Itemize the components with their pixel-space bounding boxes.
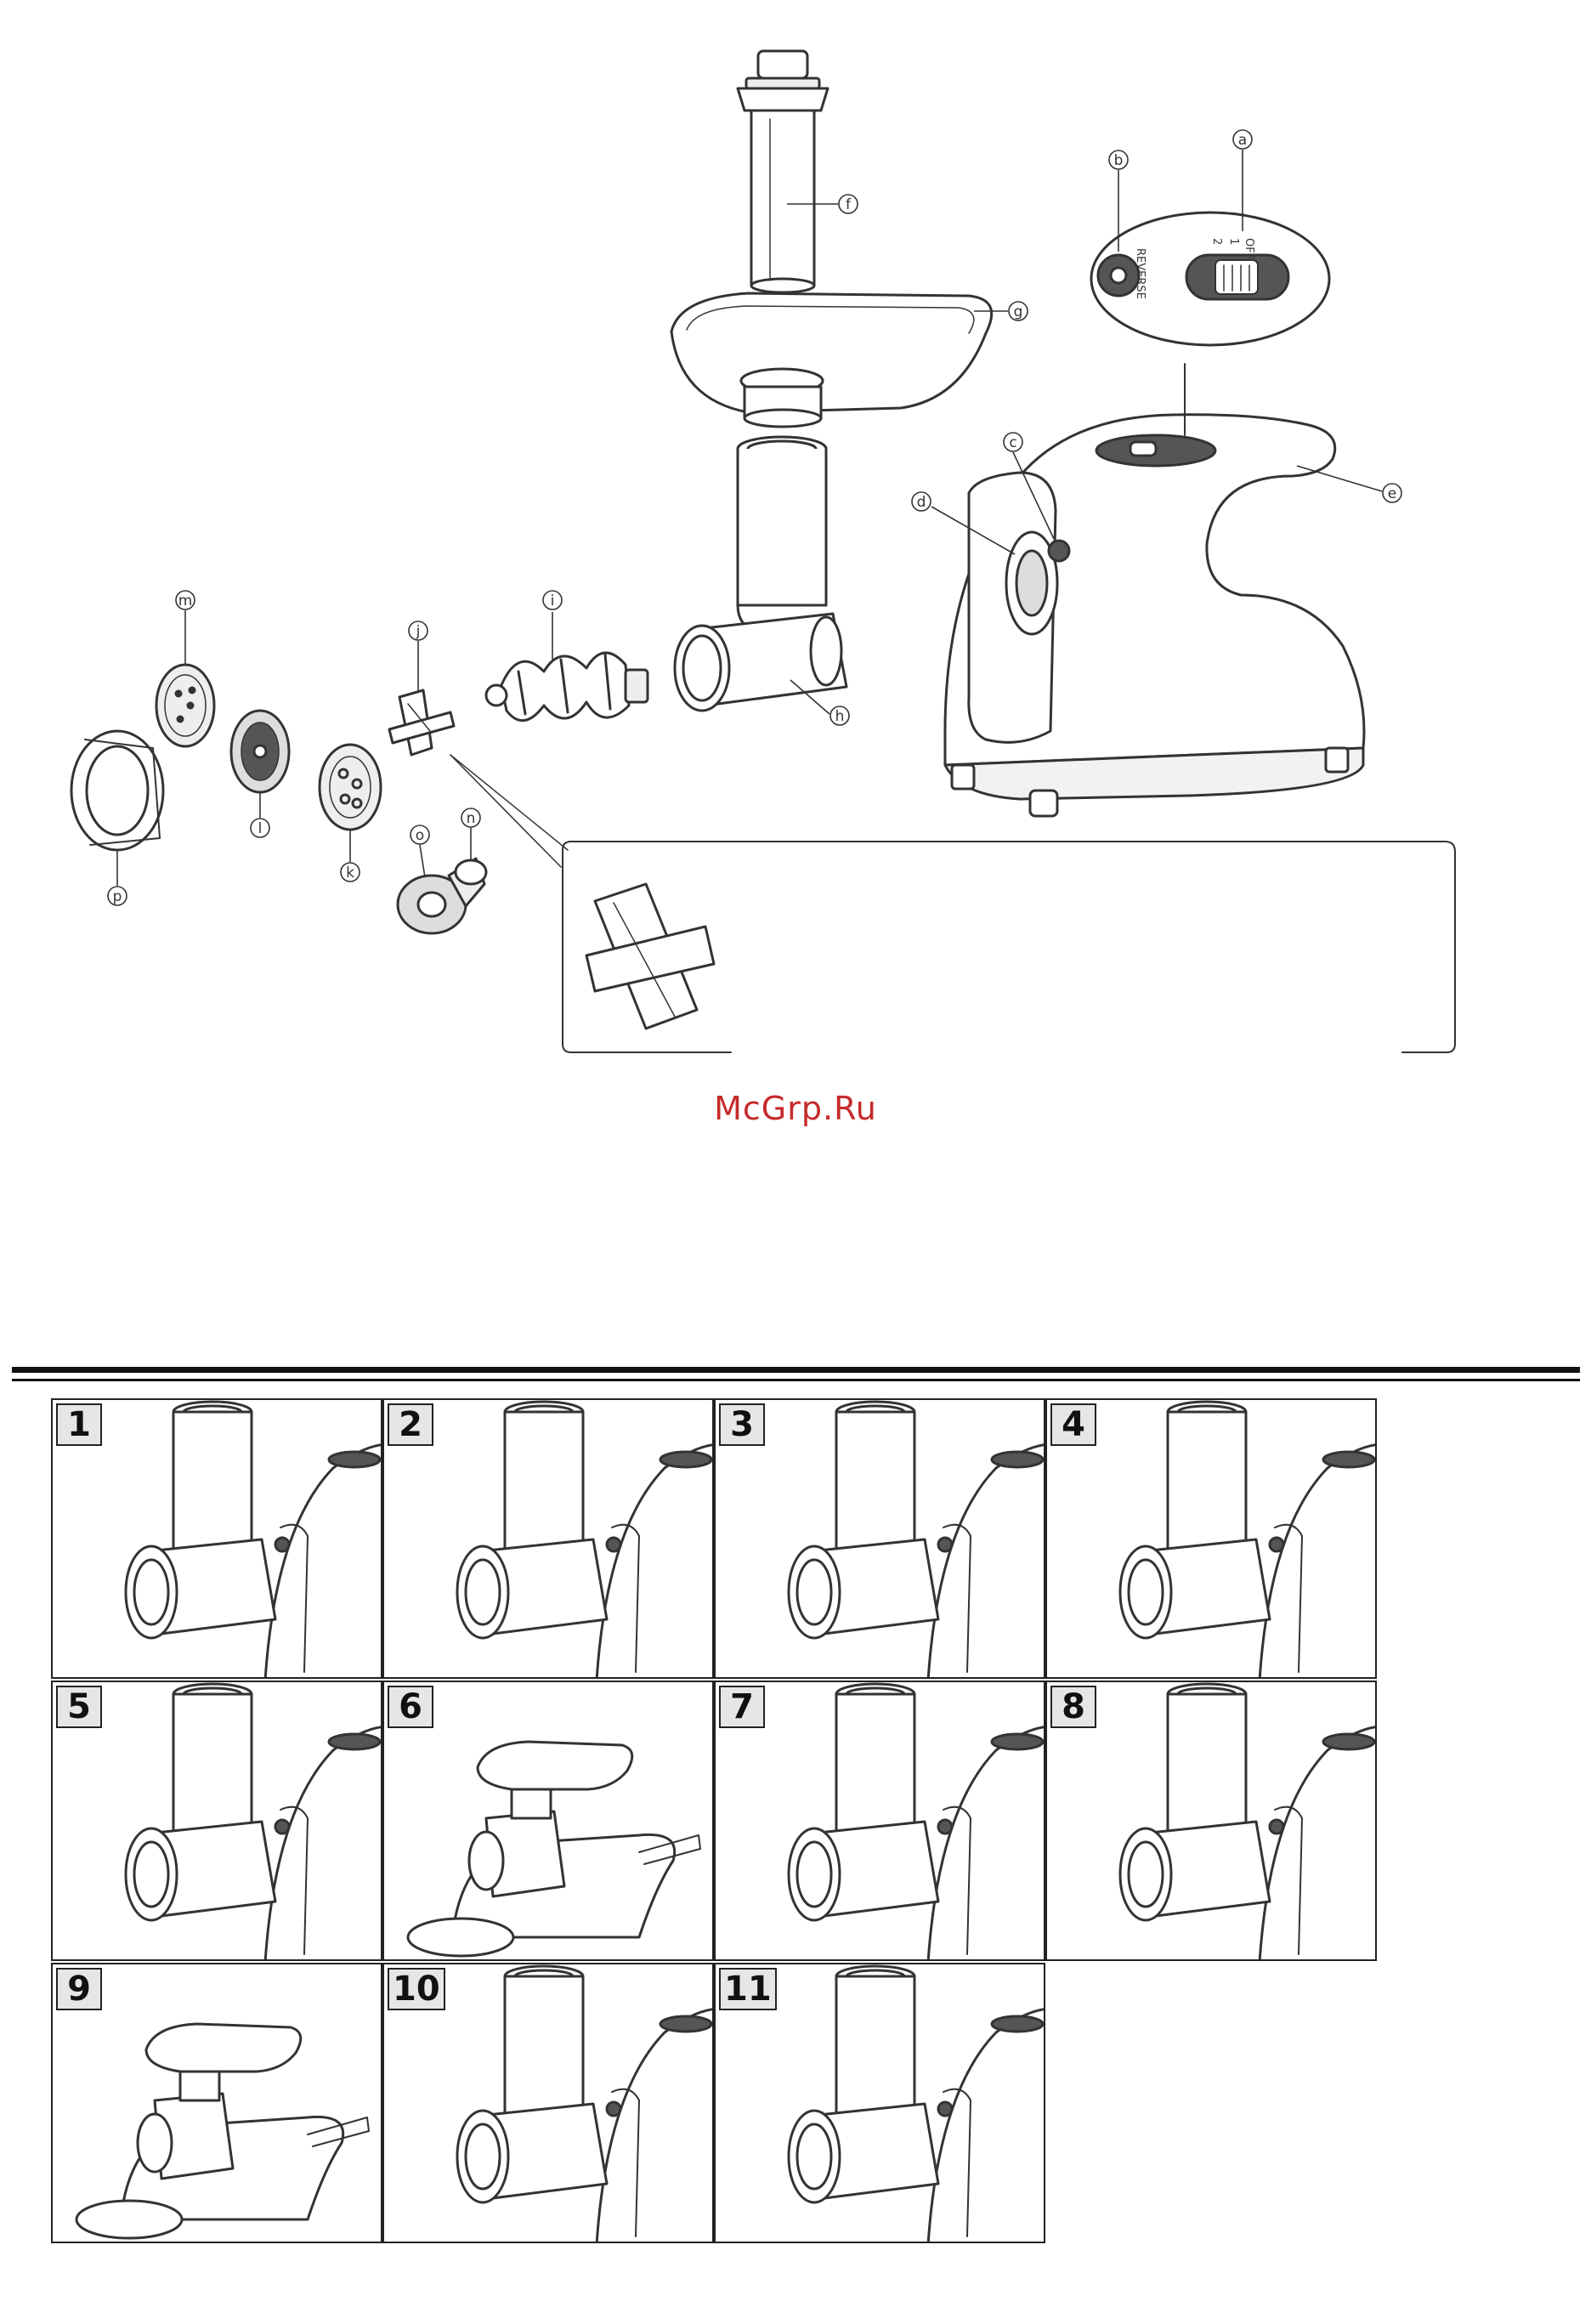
label-o: o [416, 827, 424, 844]
exploded-parts-diagram: REVERSE 2 1 OFF [0, 0, 1591, 1105]
label-g: g [1014, 303, 1023, 320]
step-number: 5 [56, 1686, 102, 1728]
label-h: h [835, 708, 845, 725]
step-number: 3 [719, 1403, 765, 1446]
label-p: p [113, 888, 122, 905]
plate-part-k [320, 745, 381, 830]
step-panel-4: 4 [1045, 1398, 1377, 1679]
label-i: i [551, 592, 555, 609]
plate-part-m [156, 665, 214, 746]
label-d: d [917, 494, 926, 511]
tray-part-g [671, 293, 992, 427]
reverse-label: REVERSE [1134, 248, 1147, 299]
step-illustration-7 [716, 1682, 1045, 1961]
step-panel-2: 2 [382, 1398, 714, 1679]
step-panel-6: 6 [382, 1681, 714, 1961]
step-illustration-1 [53, 1400, 382, 1679]
label-e: e [1388, 485, 1396, 502]
step-illustration-2 [384, 1400, 714, 1679]
step-illustration-6 [384, 1682, 714, 1961]
step-illustration-9 [53, 1964, 382, 2243]
ring-nut-part-p [71, 731, 163, 850]
step-panel-10: 10 [382, 1963, 714, 2243]
step-number: 1 [56, 1403, 102, 1446]
step-panel-7: 7 [714, 1681, 1045, 1961]
step-panel-5: 5 [51, 1681, 382, 1961]
step-number: 11 [719, 1968, 777, 2010]
step-number: 9 [56, 1968, 102, 2010]
switch-mark-off: OFF [1243, 238, 1255, 259]
label-b: b [1114, 152, 1124, 169]
label-f: f [846, 196, 852, 213]
switch-mark-1: 1 [1227, 238, 1240, 245]
auger-part-i [486, 653, 648, 721]
step-panel-8: 8 [1045, 1681, 1377, 1961]
label-a: a [1238, 132, 1247, 149]
control-panel-detail [1091, 213, 1329, 345]
step-illustration-4 [1047, 1400, 1377, 1679]
blade-detail-callout [450, 755, 1455, 1052]
step-panel-3: 3 [714, 1398, 1045, 1679]
label-m: m [178, 592, 193, 609]
label-c: c [1009, 434, 1016, 451]
step-number: 6 [388, 1686, 433, 1728]
watermark-text: McGrp.Ru [0, 1090, 1591, 1127]
step-number: 10 [388, 1968, 445, 2010]
step-illustration-8 [1047, 1682, 1377, 1961]
step-number: 7 [719, 1686, 765, 1728]
step-panel-9: 9 [51, 1963, 382, 2243]
step-number: 2 [388, 1403, 433, 1446]
section-divider-thin [12, 1379, 1580, 1381]
step-panel-1: 1 [51, 1398, 382, 1679]
step-panel-11: 11 [714, 1963, 1045, 2243]
grinder-tube-part-h [675, 437, 846, 711]
label-k: k [346, 864, 354, 881]
label-l: l [258, 820, 263, 837]
label-j: j [416, 623, 421, 640]
switch-mark-2: 2 [1210, 238, 1223, 245]
plate-part-l [231, 711, 289, 792]
label-n: n [467, 810, 476, 827]
step-illustration-3 [716, 1400, 1045, 1679]
motor-housing-part-e [945, 364, 1364, 816]
step-number: 4 [1050, 1403, 1096, 1446]
step-illustration-5 [53, 1682, 382, 1961]
step-number: 8 [1050, 1686, 1096, 1728]
section-divider-thick [12, 1367, 1580, 1373]
blade-part-j [389, 690, 454, 755]
pusher-part-f [738, 51, 828, 292]
